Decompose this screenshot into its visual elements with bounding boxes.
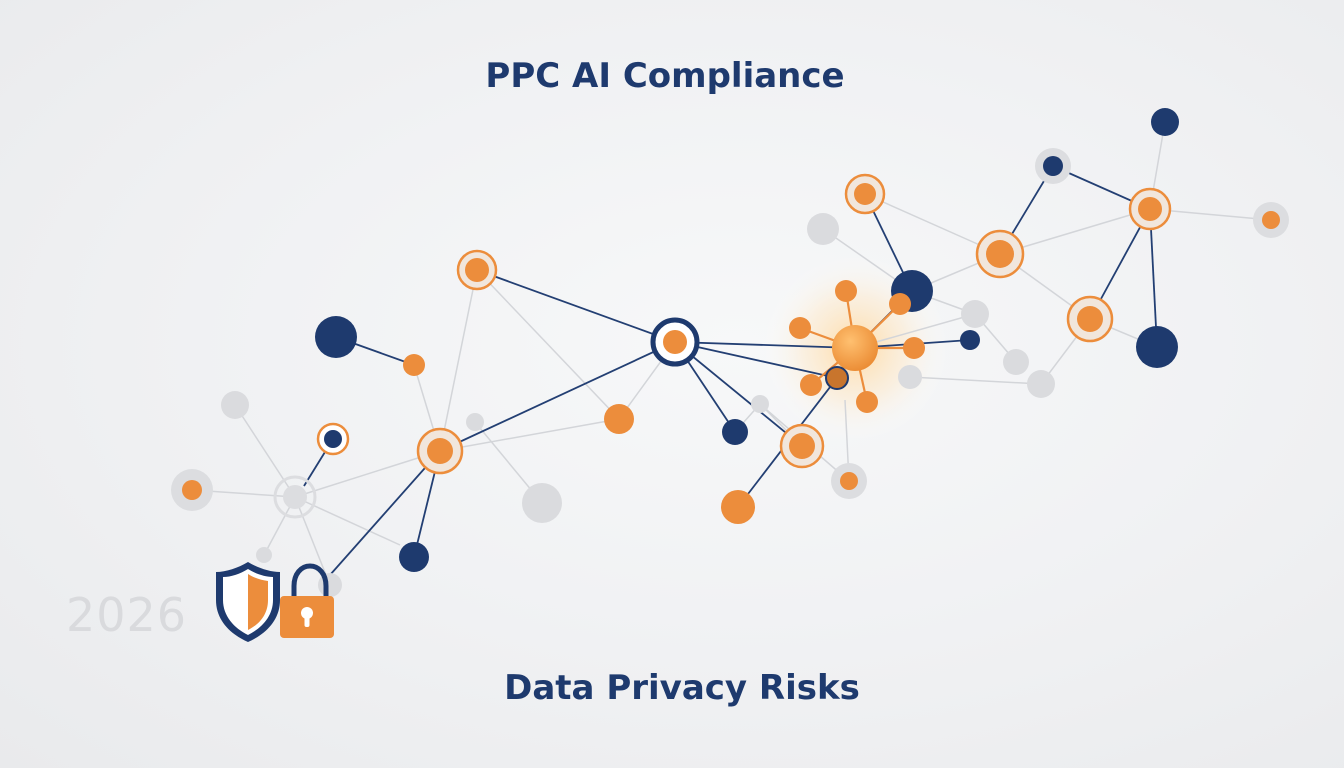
shield-icon	[216, 562, 280, 642]
padlock-icon	[280, 563, 334, 638]
navy-hub-node	[650, 317, 700, 367]
central-hub	[825, 325, 878, 390]
orange-ring-nodes	[416, 173, 1172, 475]
navy-nodes	[315, 108, 1179, 572]
page-subtitle: Data Privacy Risks	[504, 668, 860, 708]
year-label: 2026	[66, 588, 188, 642]
page-title: PPC AI Compliance	[485, 56, 845, 96]
orange-nodes	[403, 280, 925, 524]
security-icons	[216, 562, 334, 642]
ring-node-small	[316, 422, 350, 456]
halo-nodes	[171, 148, 1289, 519]
